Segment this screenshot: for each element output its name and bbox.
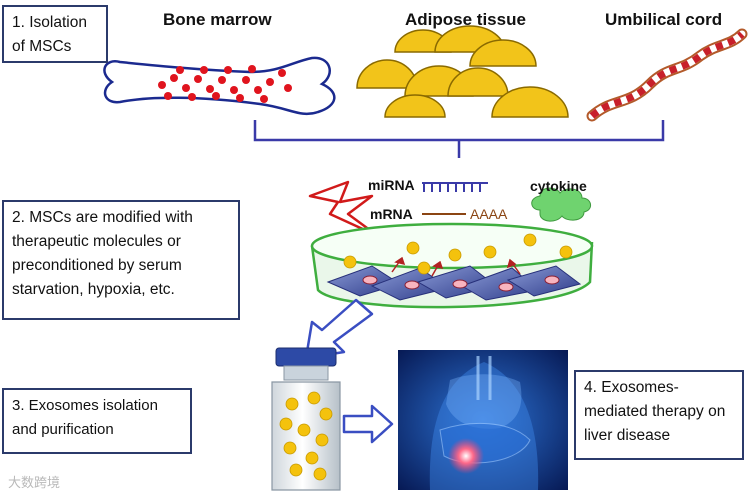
label-bone-marrow: Bone marrow [163,10,272,29]
step-1-box: 1. Isolation of MSCs [2,5,108,63]
umbilical-cord-icon [586,28,748,122]
label-umbilical-cord: Umbilical cord [605,10,723,29]
mirna-strand [422,182,488,192]
exosome-vial-icon [271,347,341,491]
label-cytokine: cytokine [530,178,587,194]
step-1-text: 1. Isolation of MSCs [12,14,87,55]
label-mrna: mRNA [370,206,413,222]
lightning-icon [308,180,380,238]
step-4-text: 4. Exosomes-mediated therapy on liver di… [584,379,726,444]
step-3-text: 3. Exosomes isolation and purification [12,397,158,438]
bone-marrow-icon [103,56,336,116]
arrow-vial-to-liver [342,404,394,444]
step-3-box: 3. Exosomes isolation and purification [2,388,192,454]
step-4-box: 4. Exosomes-mediated therapy on liver di… [574,370,744,460]
step-2-text: 2. MSCs are modified with therapeutic mo… [12,209,193,298]
label-mirna: miRNA [368,177,415,193]
adipose-tissue-icon [356,25,569,118]
liver-torso-image [398,350,568,490]
watermark: 大数跨境 [8,476,61,491]
label-poly-a: AAAA [470,206,508,222]
label-adipose-tissue: Adipose tissue [405,10,526,29]
sources-bracket [253,120,665,158]
step-2-box: 2. MSCs are modified with therapeutic mo… [2,200,240,320]
cytokine-cloud-icon [531,187,591,222]
petri-dish [310,222,594,309]
